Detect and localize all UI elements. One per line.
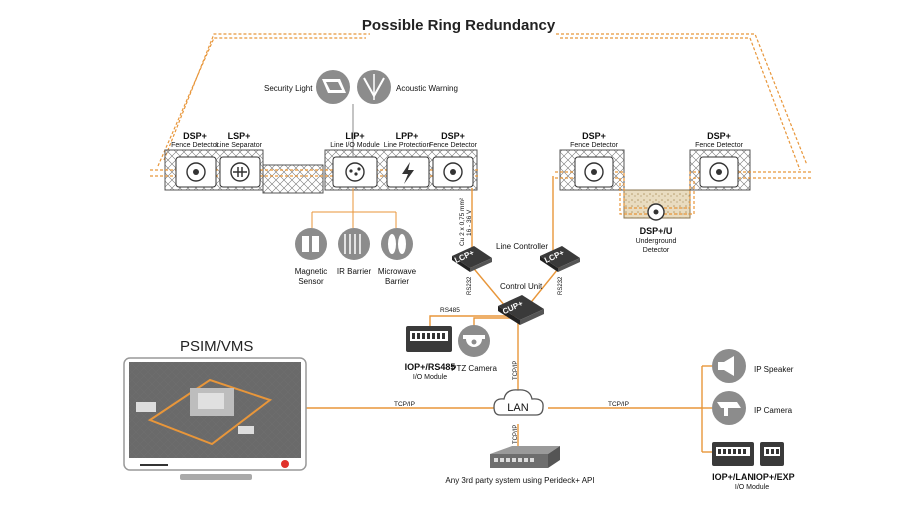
- dsp4-sub: Fence Detector: [695, 142, 743, 149]
- lsp-name: LSP+: [227, 131, 251, 141]
- dsp-device-2: [432, 156, 474, 188]
- ip-speaker-label: IP Speaker: [754, 365, 794, 374]
- rs232-left: RS232: [467, 276, 473, 295]
- acoustic-warning-label: Acoustic Warning: [396, 84, 458, 93]
- ptz-camera-icon: [458, 325, 490, 357]
- dsp2-name: DSP+: [441, 131, 465, 141]
- psim-label: PSIM/VMS: [180, 338, 254, 355]
- ptz-camera-label: PTZ Camera: [451, 364, 497, 373]
- sensor-label: Sensor: [298, 277, 324, 286]
- dsp-device-4: [699, 156, 739, 188]
- lip-sub: Line I/O Module: [330, 142, 380, 149]
- dspu-sub2: Detector: [642, 247, 670, 254]
- acoustic-warning-icon: [357, 70, 391, 104]
- ip-speaker-icon: [712, 349, 746, 383]
- dsp-device-1: [175, 156, 217, 188]
- iop-exp-module: [760, 442, 784, 466]
- dsp3-sub: Fence Detector: [570, 142, 618, 149]
- control-unit-label: Control Unit: [500, 282, 543, 291]
- iop-rs485-label: IOP+/RS485: [404, 362, 456, 372]
- lan-cloud-icon: [493, 389, 544, 416]
- dsp2-sub: Fence Detector: [429, 142, 477, 149]
- magnetic-sensor-icon: [295, 228, 327, 260]
- barrier-label: Barrier: [384, 277, 410, 286]
- controller-cables: [429, 176, 563, 326]
- rs232-right: RS232: [558, 276, 564, 295]
- lsp-device: [219, 156, 261, 188]
- dsp-device-3: [574, 156, 614, 188]
- ip-camera-label: IP Camera: [754, 406, 793, 415]
- tcpip-bottom: TCP/IP: [513, 424, 519, 444]
- io-module-label: I/O Module: [412, 374, 448, 381]
- tcpip-left: TCP/IP: [394, 401, 415, 408]
- iop-exp-label: IOP+/EXP: [753, 472, 795, 482]
- ir-barrier-label: IR Barrier: [336, 267, 372, 276]
- io-module-right-label: I/O Module: [734, 484, 770, 491]
- tcpip-right: TCP/IP: [608, 401, 629, 408]
- lip-device: [332, 156, 378, 188]
- iop-lan-module: [712, 442, 754, 466]
- fence-devices: [175, 156, 739, 221]
- lightning-icon: [402, 162, 414, 184]
- dspu-name: DSP+/U: [639, 226, 673, 236]
- ring-redundancy-outline: [157, 33, 808, 171]
- security-light-label: Security Light: [264, 84, 313, 93]
- lpp-name: LPP+: [395, 131, 419, 141]
- dspu-sub1: Underground: [635, 238, 677, 245]
- dsp1-name: DSP+: [183, 131, 207, 141]
- third-party-system: [490, 446, 560, 468]
- dsp3-name: DSP+: [582, 131, 606, 141]
- lan-label: LAN: [507, 402, 529, 414]
- line-controller-right: [540, 246, 580, 272]
- network-cables: [300, 322, 712, 453]
- ip-camera-icon: [712, 391, 746, 425]
- security-light-icon: [316, 70, 350, 104]
- iop-lan-label: IOP+/LAN: [712, 472, 754, 482]
- psim-monitor: [123, 357, 307, 480]
- lpp-device: [386, 156, 430, 188]
- lip-peripheral-tree: [311, 188, 397, 228]
- dsp4-name: DSP+: [707, 131, 731, 141]
- lsp-sub: Line Separator: [216, 142, 262, 149]
- dspu-device: [647, 203, 665, 221]
- magnetic-label: Magnetic: [294, 267, 328, 276]
- line-controller-label: Line Controller: [496, 242, 549, 251]
- line-controller-left: [452, 246, 492, 272]
- rs485-label: RS485: [440, 307, 460, 314]
- ir-barrier-icon: [338, 228, 370, 260]
- page-title: Possible Ring Redundancy: [361, 17, 556, 34]
- microwave-label: Microwave: [377, 267, 417, 276]
- iop-rs485-module: [406, 326, 452, 352]
- api-label: Any 3rd party system using Perideck+ API: [445, 476, 595, 485]
- control-unit: [498, 295, 544, 325]
- microwave-barrier-icon: [381, 228, 413, 260]
- lip-name: LIP+: [345, 131, 365, 141]
- tcpip-vertical: TCP/IP: [513, 360, 519, 380]
- lpp-sub: Line Protection: [383, 142, 431, 149]
- cable-spec-2: 16 - 36 V: [466, 209, 473, 236]
- dsp1-sub: Fence Detector: [171, 142, 219, 149]
